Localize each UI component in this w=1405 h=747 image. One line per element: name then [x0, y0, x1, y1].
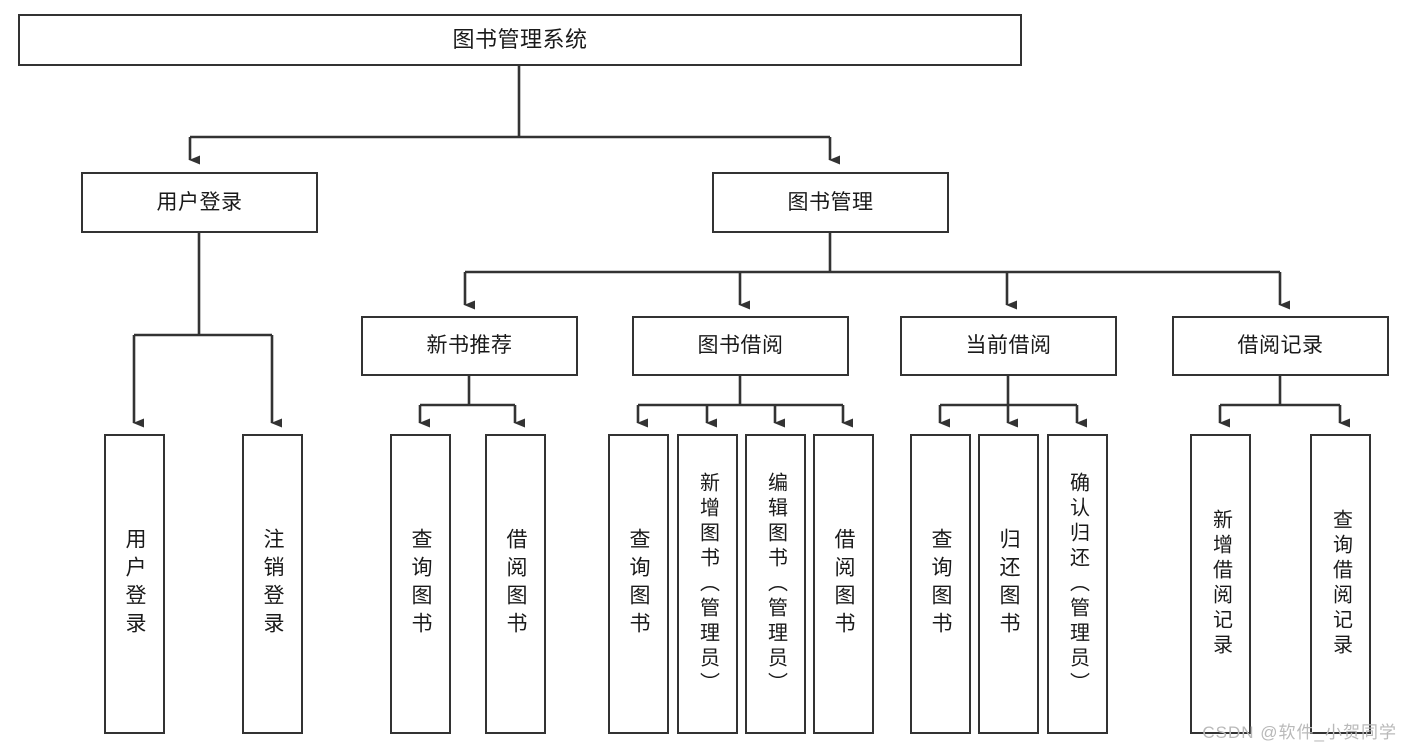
- leaf-user-login-signout[interactable]: 注销登录: [242, 434, 303, 734]
- leaf-current-return-book[interactable]: 归还图书: [978, 434, 1039, 734]
- leaf-borrow-add-book-admin[interactable]: 新增图书（管理员）: [677, 434, 738, 734]
- node-current-borrow[interactable]: 当前借阅: [900, 316, 1117, 376]
- leaf-user-login-signin[interactable]: 用户登录: [104, 434, 165, 734]
- leaf-record-add-record[interactable]: 新增借阅记录: [1190, 434, 1251, 734]
- leaf-current-confirm-return-admin[interactable]: 确认归还（管理员）: [1047, 434, 1108, 734]
- node-root-library-system[interactable]: 图书管理系统: [18, 14, 1022, 66]
- leaf-new-book-query[interactable]: 查询图书: [390, 434, 451, 734]
- leaf-borrow-edit-book-admin[interactable]: 编辑图书（管理员）: [745, 434, 806, 734]
- leaf-new-book-borrow[interactable]: 借阅图书: [485, 434, 546, 734]
- node-book-management[interactable]: 图书管理: [712, 172, 949, 233]
- node-borrow-record[interactable]: 借阅记录: [1172, 316, 1389, 376]
- leaf-current-query-book[interactable]: 查询图书: [910, 434, 971, 734]
- leaf-record-query-record[interactable]: 查询借阅记录: [1310, 434, 1371, 734]
- node-new-book-recommend[interactable]: 新书推荐: [361, 316, 578, 376]
- node-user-login[interactable]: 用户登录: [81, 172, 318, 233]
- watermark-label: CSDN @软件_小贺同学: [1202, 723, 1397, 742]
- leaf-borrow-query-book[interactable]: 查询图书: [608, 434, 669, 734]
- leaf-borrow-borrow-book[interactable]: 借阅图书: [813, 434, 874, 734]
- node-book-borrow[interactable]: 图书借阅: [632, 316, 849, 376]
